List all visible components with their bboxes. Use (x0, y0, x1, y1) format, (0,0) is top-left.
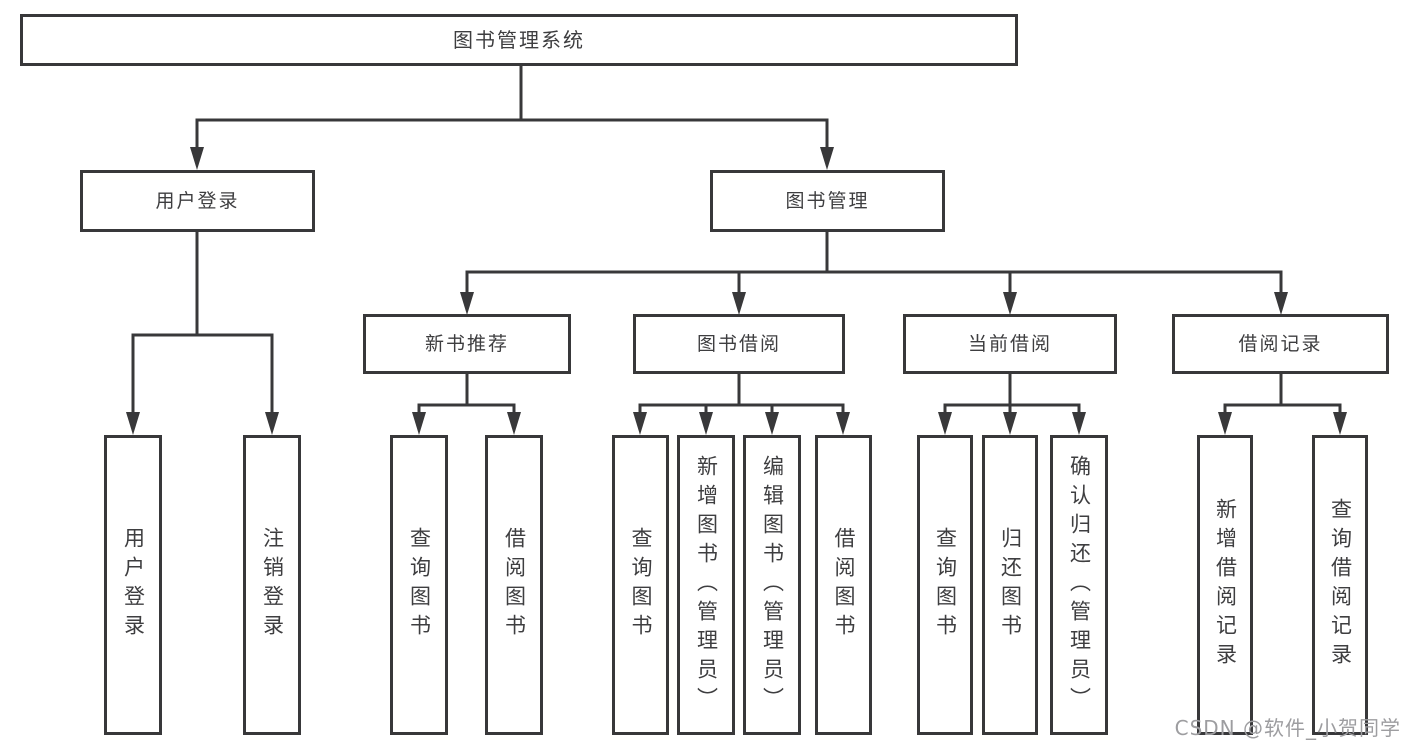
leaf-user-login: 用户登录 (104, 435, 162, 735)
leaf-query-books-borrow: 查询图书 (612, 435, 669, 735)
leaf-add-borrow-record: 新增借阅记录 (1197, 435, 1253, 735)
leaf-query-books-current: 查询图书 (917, 435, 973, 735)
leaf-borrow-books: 借阅图书 (815, 435, 872, 735)
leaf-query-books-recommend: 查询图书 (390, 435, 448, 735)
node-book-management: 图书管理 (710, 170, 945, 232)
leaf-add-books-admin: 新增图书（管理员） (677, 435, 735, 735)
leaf-return-books: 归还图书 (982, 435, 1038, 735)
leaf-edit-books-admin: 编辑图书（管理员） (743, 435, 801, 735)
leaf-query-borrow-record: 查询借阅记录 (1312, 435, 1368, 735)
leaf-borrow-books-recommend: 借阅图书 (485, 435, 543, 735)
arrowheads (126, 147, 1347, 435)
csdn-watermark: CSDN @软件_小贺同学 (1174, 716, 1401, 740)
node-borrow-records: 借阅记录 (1172, 314, 1389, 374)
node-user-login: 用户登录 (80, 170, 315, 232)
node-book-borrow: 图书借阅 (633, 314, 845, 374)
node-current-borrow: 当前借阅 (903, 314, 1117, 374)
node-library-management-system: 图书管理系统 (20, 14, 1018, 66)
leaf-logout: 注销登录 (243, 435, 301, 735)
node-new-book-recommend: 新书推荐 (363, 314, 571, 374)
leaf-confirm-return-admin: 确认归还（管理员） (1050, 435, 1108, 735)
